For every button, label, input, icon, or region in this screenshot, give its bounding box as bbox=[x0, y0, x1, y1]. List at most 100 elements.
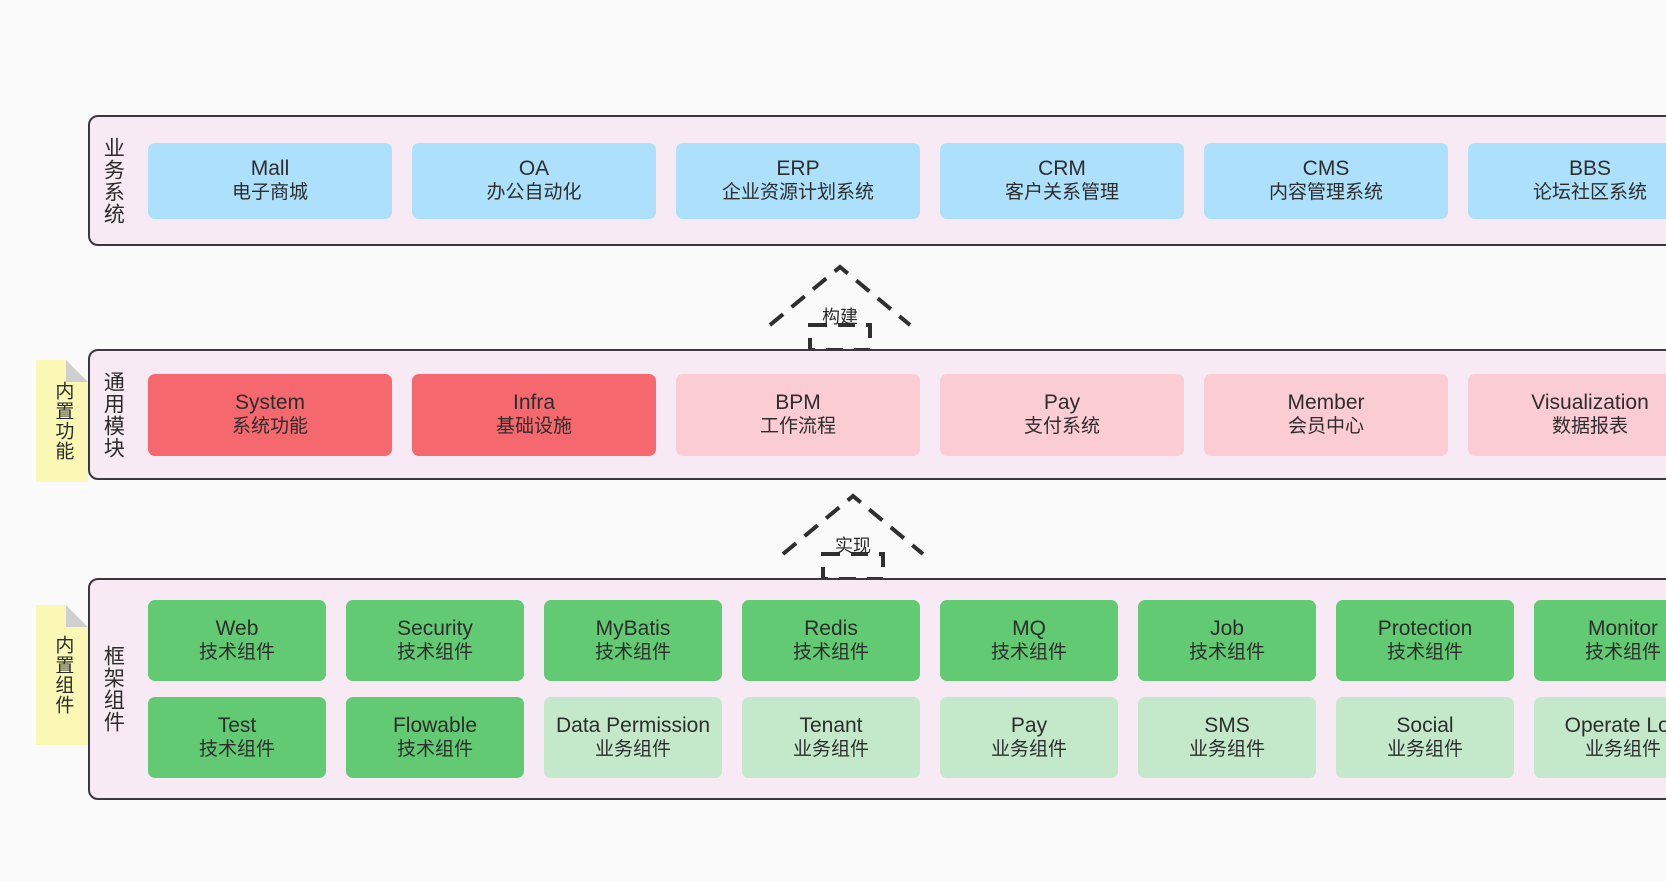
component-title: MyBatis bbox=[595, 616, 671, 640]
component-title: Social bbox=[1396, 713, 1454, 737]
module-card-erp[interactable]: ERP 企业资源计划系统 bbox=[676, 142, 920, 219]
connector-implement: 实现 bbox=[778, 491, 928, 581]
module-title: BPM bbox=[775, 390, 821, 414]
module-subtitle: 电子商城 bbox=[231, 182, 308, 204]
component-card-test[interactable]: Test 技术组件 bbox=[148, 697, 326, 778]
framework-business-components-row: Test 技术组件 Flowable 技术组件 Data Permission … bbox=[148, 697, 1666, 778]
component-card-mq[interactable]: MQ 技术组件 bbox=[940, 600, 1118, 681]
note-fold-corner-icon bbox=[66, 605, 88, 627]
component-card-sms[interactable]: SMS 业务组件 bbox=[1138, 697, 1316, 778]
component-title: MQ bbox=[1012, 616, 1046, 640]
note-fold-corner-icon bbox=[66, 360, 88, 382]
module-title: Pay bbox=[1043, 390, 1081, 414]
module-title: System bbox=[234, 390, 305, 414]
module-subtitle: 基础设施 bbox=[495, 416, 572, 438]
module-card-pay[interactable]: Pay 支付系统 bbox=[940, 373, 1184, 456]
component-title: Security bbox=[397, 616, 473, 640]
component-subtitle: 技术组件 bbox=[396, 739, 473, 761]
module-title: OA bbox=[518, 156, 550, 180]
module-card-visualization[interactable]: Visualization 数据报表 bbox=[1468, 373, 1666, 456]
component-title: Web bbox=[215, 616, 259, 640]
component-subtitle: 技术组件 bbox=[198, 642, 275, 664]
module-subtitle: 会员中心 bbox=[1287, 416, 1364, 438]
component-card-operate-log[interactable]: Operate Log 业务组件 bbox=[1534, 697, 1666, 778]
component-title: Flowable bbox=[392, 713, 478, 737]
component-title: Protection bbox=[1377, 616, 1473, 640]
business-systems-row: Mall 电子商城 OA 办公自动化 ERP 企业资源计划系统 CRM 客户关系… bbox=[148, 142, 1666, 219]
component-card-security[interactable]: Security 技术组件 bbox=[346, 600, 524, 681]
module-card-bpm[interactable]: BPM 工作流程 bbox=[676, 373, 920, 456]
component-title: SMS bbox=[1204, 713, 1250, 737]
connector-build: 构建 bbox=[765, 262, 915, 352]
sticky-note-label: 内置功能 bbox=[52, 381, 74, 461]
layer-common-modules: 通用模块 System 系统功能 Infra 基础设施 BPM 工作流程 Pay… bbox=[88, 349, 1666, 480]
component-title: Redis bbox=[804, 616, 858, 640]
component-title: Pay bbox=[1010, 713, 1048, 737]
component-card-tenant[interactable]: Tenant 业务组件 bbox=[742, 697, 920, 778]
component-subtitle: 业务组件 bbox=[990, 739, 1067, 761]
component-title: Monitor bbox=[1587, 616, 1659, 640]
component-card-social[interactable]: Social 业务组件 bbox=[1336, 697, 1514, 778]
component-subtitle: 技术组件 bbox=[792, 642, 869, 664]
module-title: BBS bbox=[1568, 156, 1612, 180]
component-subtitle: 技术组件 bbox=[990, 642, 1067, 664]
component-card-web[interactable]: Web 技术组件 bbox=[148, 600, 326, 681]
layer-common-modules-body: System 系统功能 Infra 基础设施 BPM 工作流程 Pay 支付系统… bbox=[134, 351, 1666, 478]
layer-business-systems: 业务系统 Mall 电子商城 OA 办公自动化 ERP 企业资源计划系统 CRM… bbox=[88, 115, 1666, 246]
framework-tech-components-row: Web 技术组件 Security 技术组件 MyBatis 技术组件 Redi… bbox=[148, 600, 1666, 681]
module-title: ERP bbox=[776, 156, 820, 180]
component-subtitle: 技术组件 bbox=[198, 739, 275, 761]
generalization-arrow-icon bbox=[768, 264, 912, 352]
layer-business-systems-title: 业务系统 bbox=[101, 136, 125, 225]
module-subtitle: 数据报表 bbox=[1551, 416, 1628, 438]
module-subtitle: 内容管理系统 bbox=[1268, 182, 1383, 204]
component-subtitle: 业务组件 bbox=[1188, 739, 1265, 761]
layer-framework-components: 框架组件 Web 技术组件 Security 技术组件 MyBatis 技术组件… bbox=[88, 578, 1666, 800]
component-title: Job bbox=[1210, 616, 1244, 640]
component-card-redis[interactable]: Redis 技术组件 bbox=[742, 600, 920, 681]
component-card-job[interactable]: Job 技术组件 bbox=[1138, 600, 1316, 681]
component-card-mybatis[interactable]: MyBatis 技术组件 bbox=[544, 600, 722, 681]
component-card-protection[interactable]: Protection 技术组件 bbox=[1336, 600, 1514, 681]
sticky-note-builtin-features: 内置功能 bbox=[36, 360, 88, 482]
component-subtitle: 技术组件 bbox=[594, 642, 671, 664]
component-subtitle: 业务组件 bbox=[792, 739, 869, 761]
module-title: CRM bbox=[1038, 156, 1086, 180]
component-title: Data Permission bbox=[555, 713, 711, 737]
component-title: Operate Log bbox=[1564, 713, 1666, 737]
sticky-note-builtin-components: 内置组件 bbox=[36, 605, 88, 745]
module-title: CMS bbox=[1302, 156, 1350, 180]
module-title: Member bbox=[1287, 390, 1365, 414]
module-card-oa[interactable]: OA 办公自动化 bbox=[412, 142, 656, 219]
module-card-bbs[interactable]: BBS 论坛社区系统 bbox=[1468, 142, 1666, 219]
module-card-system[interactable]: System 系统功能 bbox=[148, 373, 392, 456]
component-subtitle: 技术组件 bbox=[396, 642, 473, 664]
component-subtitle: 业务组件 bbox=[594, 739, 671, 761]
module-subtitle: 办公自动化 bbox=[486, 182, 582, 204]
component-subtitle: 技术组件 bbox=[1188, 642, 1265, 664]
component-card-monitor[interactable]: Monitor 技术组件 bbox=[1534, 600, 1666, 681]
module-card-crm[interactable]: CRM 客户关系管理 bbox=[940, 142, 1184, 219]
module-card-member[interactable]: Member 会员中心 bbox=[1204, 373, 1448, 456]
module-title: Mall bbox=[250, 156, 290, 180]
module-card-infra[interactable]: Infra 基础设施 bbox=[412, 373, 656, 456]
component-card-data-permission[interactable]: Data Permission 业务组件 bbox=[544, 697, 722, 778]
common-modules-row: System 系统功能 Infra 基础设施 BPM 工作流程 Pay 支付系统… bbox=[148, 373, 1666, 456]
component-card-pay[interactable]: Pay 业务组件 bbox=[940, 697, 1118, 778]
module-subtitle: 企业资源计划系统 bbox=[721, 182, 874, 204]
module-card-mall[interactable]: Mall 电子商城 bbox=[148, 142, 392, 219]
module-subtitle: 系统功能 bbox=[231, 416, 308, 438]
layer-common-modules-title: 通用模块 bbox=[101, 370, 125, 459]
module-title: Visualization bbox=[1531, 390, 1649, 414]
module-subtitle: 支付系统 bbox=[1023, 416, 1100, 438]
component-card-flowable[interactable]: Flowable 技术组件 bbox=[346, 697, 524, 778]
module-card-cms[interactable]: CMS 内容管理系统 bbox=[1204, 142, 1448, 219]
layer-framework-components-title: 框架组件 bbox=[101, 645, 125, 733]
generalization-arrow-icon bbox=[781, 493, 925, 581]
module-subtitle: 客户关系管理 bbox=[1004, 182, 1119, 204]
module-subtitle: 论坛社区系统 bbox=[1532, 182, 1647, 204]
component-subtitle: 业务组件 bbox=[1584, 739, 1661, 761]
component-title: Tenant bbox=[799, 713, 863, 737]
sticky-note-label: 内置组件 bbox=[52, 635, 74, 715]
